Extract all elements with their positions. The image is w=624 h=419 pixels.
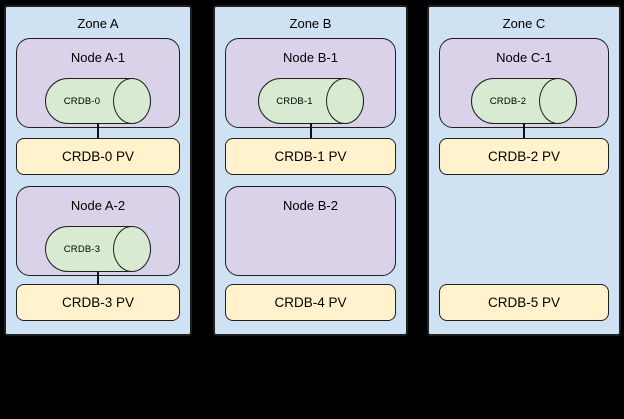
node-b-1: Node B-1 CRDB-1 [225,38,396,128]
pv-crdb-4: CRDB-4 PV [225,284,396,321]
disk-crdb-3-label: CRDB-3 [63,243,101,255]
node-a-2-title: Node A-2 [70,198,126,213]
disk-cylinder-crdb-1: CRDB-1 [257,78,364,124]
pv-crdb-0: CRDB-0 PV [16,138,180,175]
zone-c-title: Zone C [502,16,546,31]
zone-a-title: Zone A [77,16,119,31]
pv-crdb-2: CRDB-2 PV [439,138,609,175]
node-b-2: Node B-2 [225,186,396,276]
connector-line [523,123,525,141]
zone-a: Zone A Node A-1 CRDB-0 CRDB-0 PV Node A-… [4,5,192,336]
disk-cylinder-crdb-0: CRDB-0 [45,78,151,124]
connector-line [97,271,99,287]
disk-crdb-0-label: CRDB-0 [63,95,101,107]
node-a-2: Node A-2 CRDB-3 [16,186,180,276]
connector-line [309,123,312,141]
node-c-1: Node C-1 CRDB-2 [439,38,609,128]
connector-line [97,123,99,141]
node-b-1-title: Node B-1 [283,50,338,65]
pv-crdb-1: CRDB-1 PV [225,138,396,175]
zone-c: Zone C Node C-1 CRDB-2 CRDB-2 PV CRDB-5 … [427,5,621,336]
disk-crdb-2-label: CRDB-2 [489,95,527,107]
node-b-2-title: Node B-2 [283,198,338,213]
disk-end-ellipse [325,78,364,124]
node-a-1-title: Node A-1 [70,50,126,65]
pv-crdb-3: CRDB-3 PV [16,284,180,321]
zone-b: Zone B Node B-1 CRDB-1 CRDB-1 PV Node B-… [213,5,408,336]
disk-end-ellipse [113,78,151,124]
disk-end-ellipse [113,226,151,272]
node-c-1-title: Node C-1 [496,50,552,65]
zone-b-title: Zone B [289,16,332,31]
node-a-1: Node A-1 CRDB-0 [16,38,180,128]
disk-crdb-1-label: CRDB-1 [276,95,313,107]
disk-end-ellipse [539,78,577,124]
disk-cylinder-crdb-3: CRDB-3 [45,226,151,272]
disk-cylinder-crdb-2: CRDB-2 [471,78,577,124]
pv-crdb-5: CRDB-5 PV [439,284,609,321]
